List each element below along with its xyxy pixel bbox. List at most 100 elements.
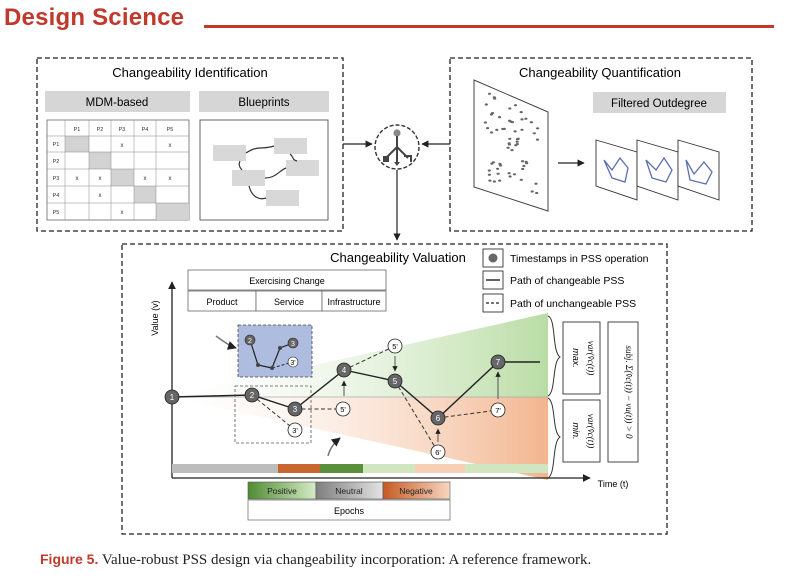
epoch-neutral-label: Neutral [335,486,363,496]
epochs-box [247,499,451,521]
section-title: Design Science [4,4,185,31]
dsm-mark: x [76,176,79,182]
node-label: 6 [436,414,441,423]
scatter-point [516,137,520,140]
quantification-title: Changeability Quantification [519,65,681,80]
min-text: min. [571,422,581,439]
primed-node-label: 7' [495,406,501,415]
dsm-mark: x [121,143,124,149]
scatter-point [506,146,510,149]
epoch-bar [172,464,548,473]
scatter-point [498,179,502,182]
scatter-point [508,137,512,140]
inset-node-label: 3 [291,341,295,348]
scatter-point [524,160,528,163]
scatter-point [513,130,517,133]
dsm-row-header: P2 [53,159,60,165]
dsm-col-header: P5 [167,127,174,133]
scatter-point [501,127,505,131]
scatter-point [534,182,538,185]
scatter-points [483,92,540,195]
min-formula: var(v̂c(t)) [586,414,596,448]
scatter-point [484,103,488,106]
scatter-point [530,190,534,193]
scatter-point [515,143,519,146]
primed-node-label: 5' [340,405,346,414]
scatter-point [497,116,502,119]
category-service: Service [274,297,304,307]
inset-detail: 2 3 3' [237,324,313,378]
dsm-row-header: P4 [53,193,60,199]
mdm-header [45,91,190,112]
dsm-mark: x [144,176,147,182]
x-axis-label: Time (t) [598,479,629,489]
scatter-point [495,128,499,131]
focus-region [234,385,312,444]
scatter-point [529,121,534,124]
legend-unchangeable: Path of unchangeable PSS [510,298,636,310]
scatter-point [536,127,540,130]
unchangeable-paths [251,345,499,453]
exercising-change-label: Exercising Change [249,276,325,286]
scatter-point [524,117,528,120]
max-objective-box [562,321,601,395]
scatter-point [483,121,487,124]
filtered-header [593,92,726,113]
section-rule [204,25,774,28]
primed-node-label: 6' [435,448,441,457]
blueprint-sketch [199,119,329,221]
legend-timestamps: Timestamps in PSS operation [510,253,649,265]
scatter-point [496,172,500,175]
scatter-point [510,149,514,152]
dsm-row-header: P1 [53,142,60,148]
figure-caption: Figure 5. Value-robust PSS design via ch… [40,551,591,569]
scatter-point [520,128,524,131]
max-text: max. [571,348,581,368]
node-label: 5 [393,377,398,386]
merge-icon [374,124,420,170]
epoch-negative-swatch [382,481,451,500]
scatter-point [515,140,519,143]
scatter-point [496,167,500,170]
node-label: 1 [170,393,175,402]
constraint-text: subj. Σ(v̂c(t)) − vu(t)) > 0 [624,346,634,439]
scatter-plane [473,79,549,212]
scatter-point [487,173,491,176]
dsm-col-header: P4 [142,127,149,133]
scatter-point [490,162,494,165]
node-label: 2 [250,391,255,400]
blueprints-header [199,91,329,112]
filtered-label: Filtered Outdegree [611,98,707,110]
epochs-label: Epochs [334,506,365,516]
dsm-mark: x [169,176,172,182]
scatter-point [520,118,524,121]
dsm-mark: x [99,176,102,182]
network-planes [595,139,720,201]
quantification-panel: Changeability Quantification Filtered Ou… [449,57,753,232]
positive-cone [172,313,548,397]
scatter-point [492,180,496,183]
identification-panel: Changeability Identification MDM-based B… [36,57,344,232]
scatter-point [535,191,539,195]
scatter-point [532,132,536,135]
dsm-col-header: P1 [74,127,81,133]
dsm-mark: x [169,143,172,149]
figure-caption-text: Value-robust PSS design via changeabilit… [98,552,592,568]
dsm-mark: x [99,193,102,199]
scatter-point [512,173,517,176]
identification-title: Changeability Identification [112,65,267,80]
category-product: Product [206,297,238,307]
legend: Timestamps in PSS operation Path of chan… [482,248,649,313]
primed-node-label: 3' [292,426,298,435]
inset-node-label: 3' [290,360,295,367]
changeable-path [171,361,540,419]
exercising-change-box [187,269,387,291]
dsm-row-header: P3 [53,176,60,182]
inset-node-label: 2 [248,338,252,345]
dsm-col-header: P2 [97,127,104,133]
node-label: 3 [293,405,298,414]
dsm-col-header: P3 [119,127,126,133]
valuation-title: Changeability Valuation [330,250,466,265]
constraint-box [607,321,639,463]
epoch-positive-label: Positive [267,486,297,496]
